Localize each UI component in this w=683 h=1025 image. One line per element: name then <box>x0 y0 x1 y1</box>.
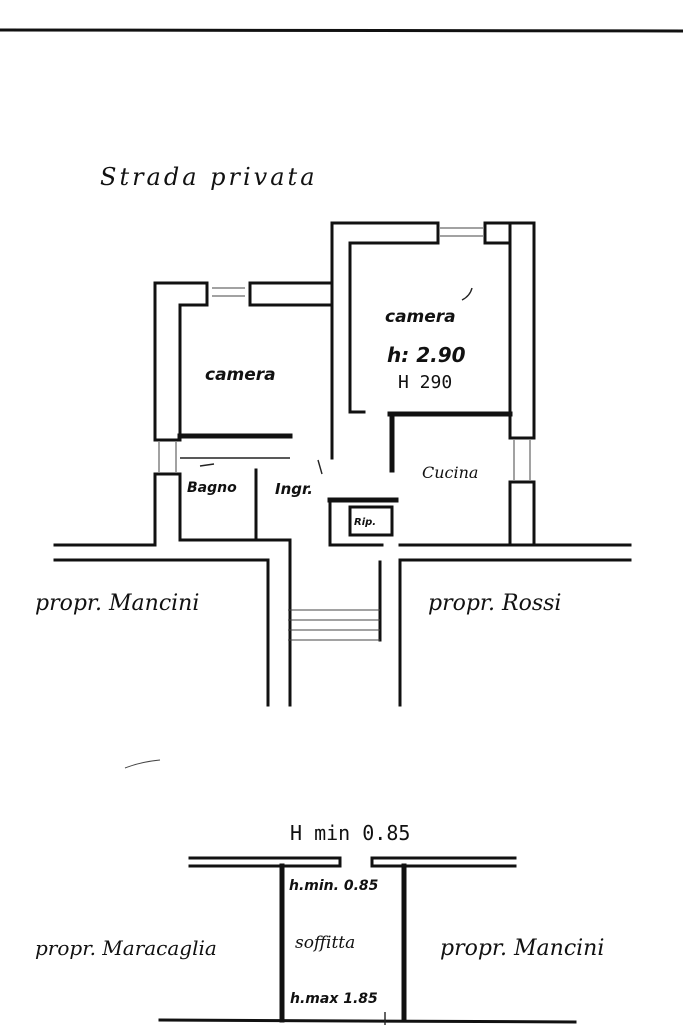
street-label: Strada privata <box>100 163 318 191</box>
neighbor-label-top-left: propr. Mancini <box>35 591 199 616</box>
room-label-ripostiglio: Rip. <box>354 517 376 528</box>
neighbor-label-bottom-left: propr. Maracaglia <box>35 936 217 960</box>
attic-walls <box>158 856 577 1025</box>
floor-plan-walls <box>53 221 632 769</box>
attic-height-min-hand: h.min. 0.85 <box>289 878 379 894</box>
attic-height-min-typed: H min 0.85 <box>290 821 410 845</box>
room-label-camera-left: camera <box>205 365 276 385</box>
room-label-camera-right: camera <box>385 307 456 327</box>
height-label-hand: h: 2.90 <box>387 343 466 367</box>
neighbor-label-bottom-right: propr. Mancini <box>440 936 604 961</box>
room-label-ingresso: Ingr. <box>275 480 313 498</box>
page-top-border <box>0 28 683 33</box>
attic-label-soffitta: soffitta <box>295 933 355 953</box>
room-label-bagno: Bagno <box>187 480 237 496</box>
attic-height-max-hand: h.max 1.85 <box>290 991 378 1007</box>
room-label-cucina: Cucina <box>422 463 478 482</box>
height-label-typed: H 290 <box>398 372 452 393</box>
stair-treads <box>288 609 380 641</box>
neighbor-label-top-right: propr. Rossi <box>428 591 561 616</box>
